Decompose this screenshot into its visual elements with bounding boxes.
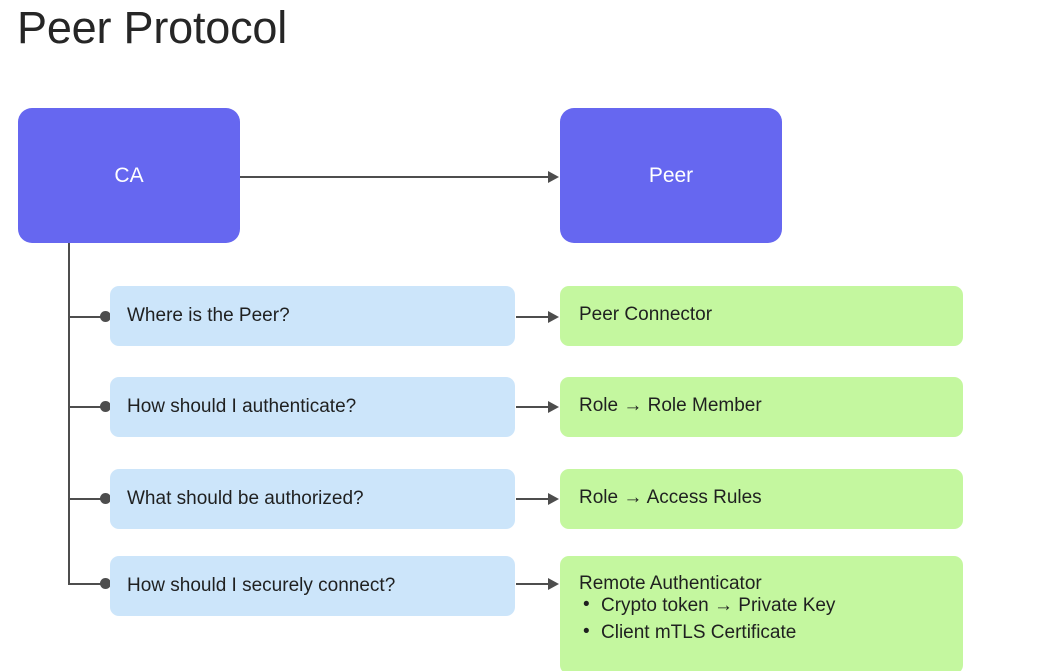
connector-question-1-to-answer-1 [516,316,550,318]
arrowhead-answer-4 [548,578,559,590]
answer-content-1: Peer Connector [579,305,963,324]
connector-dot-4 [100,578,111,589]
question-box-3[interactable]: What should be authorized? [110,469,515,529]
answer-bullet-item: Crypto token → Private Key [579,592,963,620]
question-label-2: How should I authenticate? [127,396,357,417]
answer-box-2[interactable]: Role → Role Member [560,377,963,437]
connector-ca-to-peer [240,176,550,178]
connector-question-2-to-answer-2 [516,406,550,408]
connector-trunk-to-question-1 [68,316,110,318]
node-peer[interactable]: Peer [560,108,782,243]
node-ca-label: CA [114,163,144,187]
answer-content-2: Role → Role Member [579,396,963,415]
answer-title-1: Peer Connector [579,304,713,325]
node-peer-label: Peer [648,163,694,187]
answer-box-3[interactable]: Role → Access Rules [560,469,963,529]
answer-bullet-item: Client mTLS Certificate [579,619,963,647]
arrowhead-answer-2 [548,401,559,413]
connector-question-4-to-answer-4 [516,583,550,585]
question-box-4[interactable]: How should I securely connect? [110,556,515,616]
connector-trunk-to-question-2 [68,406,110,408]
question-box-2[interactable]: How should I authenticate? [110,377,515,437]
question-box-1[interactable]: Where is the Peer? [110,286,515,346]
connector-trunk-to-question-3 [68,498,110,500]
arrowhead-answer-1 [548,311,559,323]
answer-box-1[interactable]: Peer Connector [560,286,963,346]
answer-bullet-list-4: Crypto token → Private Key Client mTLS C… [579,592,963,647]
connector-question-3-to-answer-3 [516,498,550,500]
question-label-4: How should I securely connect? [127,575,396,596]
question-label-1: Where is the Peer? [127,305,290,326]
answer-box-4[interactable]: Remote Authenticator Crypto token → Priv… [560,556,963,671]
page-title: Peer Protocol [17,2,288,53]
connector-dot-3 [100,493,111,504]
answer-title-4: Remote Authenticator [579,573,762,594]
connector-dot-2 [100,401,111,412]
node-ca[interactable]: CA [18,108,240,243]
connector-dot-1 [100,311,111,322]
arrowhead-ca-to-peer [548,171,559,183]
arrowhead-answer-3 [548,493,559,505]
answer-title-3: Role → Access Rules [579,487,762,508]
answer-title-2: Role → Role Member [579,395,762,416]
connector-trunk-to-question-4 [68,583,110,585]
connector-ca-trunk [68,243,70,584]
answer-content-3: Role → Access Rules [579,488,963,507]
answer-content-4: Remote Authenticator Crypto token → Priv… [579,574,963,647]
question-label-3: What should be authorized? [127,488,364,509]
